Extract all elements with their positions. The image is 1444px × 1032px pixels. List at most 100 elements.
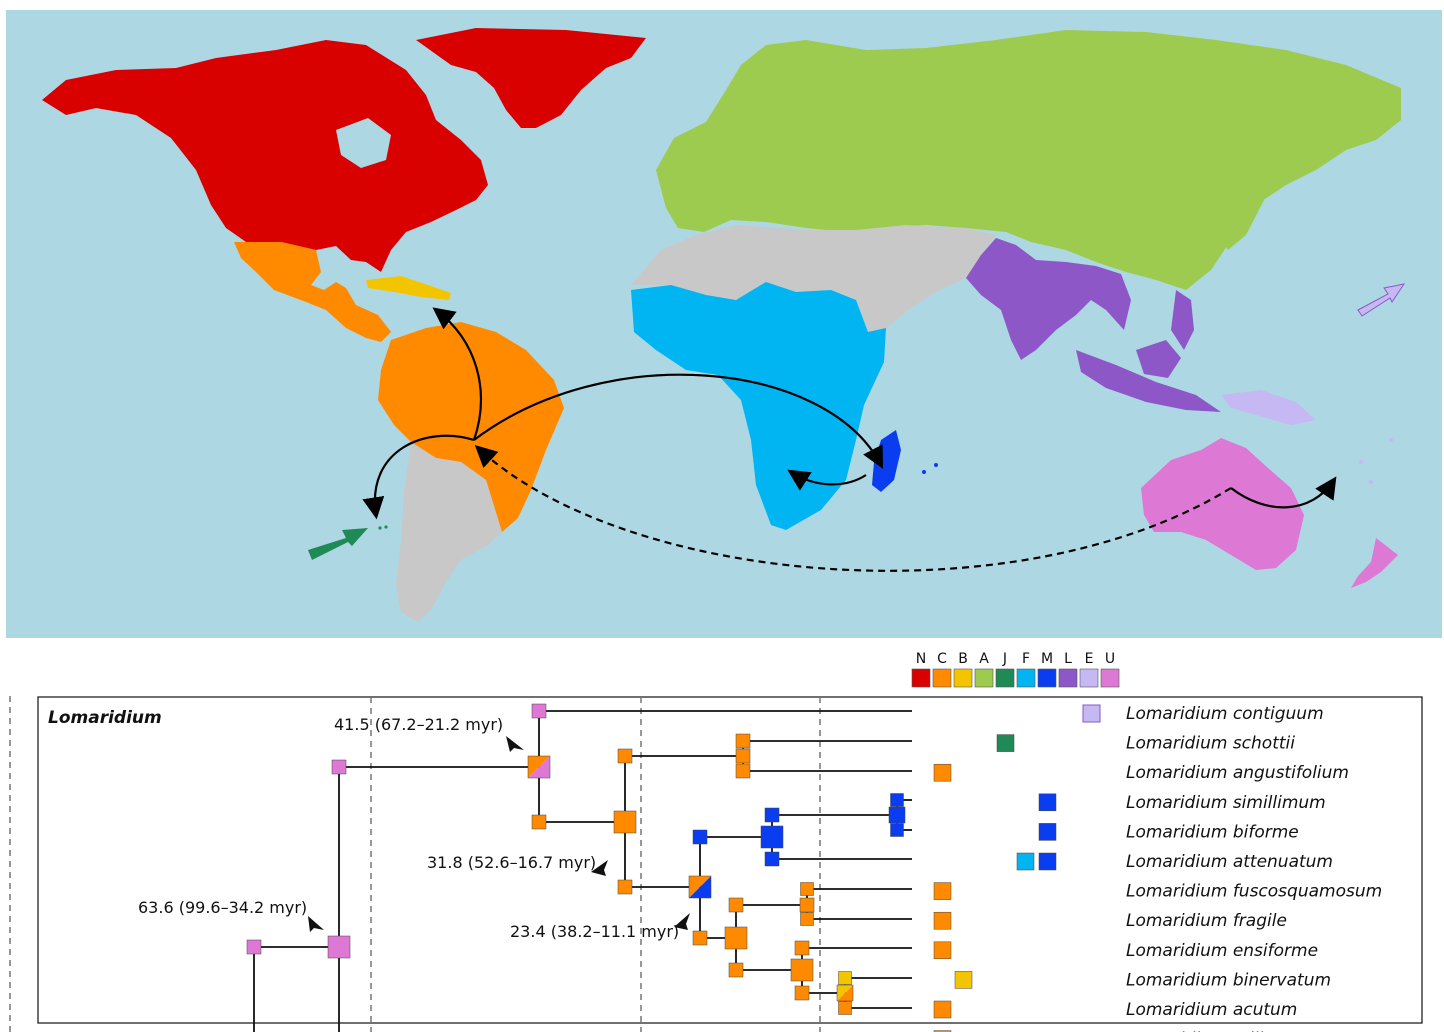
region-new-zealand — [1351, 538, 1398, 588]
region-greenland — [416, 28, 646, 128]
region-australia — [1141, 438, 1304, 570]
legend-code: F — [1022, 651, 1030, 667]
tip-label: Lomaridium schottii — [1126, 734, 1295, 754]
legend-swatch — [911, 668, 931, 688]
node-state-square — [800, 912, 814, 926]
tip-area-square — [1038, 823, 1057, 841]
region-south-asia — [966, 238, 1131, 360]
region-borneo — [1136, 340, 1181, 378]
dispersal-arrow — [1230, 476, 1337, 509]
tip-label: Lomaridium binervatum — [1126, 970, 1331, 990]
juan-fernandez-islands — [378, 526, 382, 530]
tip-label: Lomaridium angustifolium — [1126, 763, 1349, 783]
node-state-frame — [527, 755, 551, 779]
region-philippines — [1171, 290, 1194, 350]
node-state-square — [692, 930, 708, 946]
region-southeast-asia-islands — [1076, 350, 1221, 412]
node-state-square — [617, 879, 633, 895]
region-caribbean — [366, 276, 451, 300]
tip-area-square — [1016, 852, 1035, 871]
pacific-islands — [1389, 438, 1393, 442]
clade-label: Lomaridium — [48, 708, 162, 728]
tip-area-square — [954, 971, 973, 989]
dispersal-arrow — [432, 307, 482, 441]
node-state-square — [613, 810, 637, 834]
node-age-label: 41.5 (67.2–21.2 myr) — [334, 715, 503, 734]
ancestral-states — [246, 703, 906, 1015]
node-state-frame — [836, 984, 854, 1002]
tip-area-square — [996, 734, 1015, 752]
tip-label: Lomaridium ensiforme — [1126, 941, 1318, 961]
node-state-square — [735, 748, 751, 764]
legend-swatch — [995, 668, 1015, 688]
legend-code: U — [1105, 651, 1115, 667]
pacific-islands — [1359, 460, 1363, 464]
dispersal-arrow — [474, 445, 1232, 572]
dispersal-arrow — [362, 434, 475, 520]
tip-area-square — [933, 763, 952, 782]
legend-code: B — [958, 651, 968, 667]
region-new-guinea — [1221, 390, 1316, 425]
node-state-square — [838, 1001, 852, 1015]
tip-label: Lomaridium biforme — [1126, 822, 1299, 842]
legend-code: L — [1064, 651, 1072, 667]
world-map — [6, 10, 1442, 638]
pointer-arrow-green — [308, 528, 368, 560]
node-state-frame — [688, 875, 712, 899]
tip-area-square — [1038, 793, 1057, 812]
legend-code: E — [1085, 651, 1094, 667]
tip-area-square — [1082, 704, 1101, 723]
node-state-square — [764, 807, 780, 823]
node-state-square — [728, 897, 744, 913]
node-state-square — [838, 971, 852, 985]
node-state-square — [735, 763, 751, 779]
pointer-arrow-lavender — [1357, 283, 1406, 317]
tip-area-square — [1038, 852, 1057, 871]
tip-label: Lomaridium contiguum — [1126, 704, 1324, 724]
legend-code: J — [1002, 651, 1007, 667]
tip-label: Lomaridium attenuatum — [1126, 852, 1333, 872]
tip-label: Lomaridium simillimum — [1126, 793, 1326, 813]
node-state-square — [331, 759, 347, 775]
legend-swatch — [1016, 668, 1036, 688]
node-pointer — [506, 736, 524, 752]
node-state-square — [800, 882, 814, 896]
tip-label: Lomaridium fragile — [1126, 911, 1287, 931]
juan-fernandez-islands — [384, 525, 388, 529]
node-state-square — [794, 940, 810, 956]
region-central-america — [234, 242, 391, 342]
node-state-square — [760, 825, 784, 849]
legend-swatch — [1079, 668, 1099, 688]
pacific-islands — [1369, 480, 1373, 484]
node-state-square — [531, 814, 547, 830]
tip-label: Lomaridium fuscosquamosum — [1126, 882, 1382, 902]
node-state-square — [728, 962, 744, 978]
node-pointer — [674, 913, 690, 930]
tip-label: Lomaridium ...ilis — [1126, 1030, 1272, 1032]
tip-area-square — [933, 941, 952, 960]
clade-frame — [37, 696, 1423, 1024]
mascarene-islands — [922, 470, 926, 474]
node-state-square — [246, 939, 262, 955]
region-south-america-south — [396, 442, 502, 622]
region-africa — [631, 282, 886, 530]
node-state-square — [617, 748, 633, 764]
node-state-square — [799, 897, 815, 913]
node-age-label: 63.6 (99.6–34.2 myr) — [138, 898, 307, 917]
legend-swatch — [974, 668, 994, 688]
node-state-split — [837, 985, 853, 1001]
mascarene-islands — [934, 463, 938, 467]
node-state-square — [692, 829, 708, 845]
legend-code: A — [979, 651, 989, 667]
legend-swatch — [1058, 668, 1078, 688]
legend-swatch — [953, 668, 973, 688]
region-eurasia — [656, 30, 1401, 290]
region-north-america — [42, 40, 488, 272]
region-japan — [1221, 150, 1268, 250]
hudson-bay — [336, 118, 391, 168]
node-state-square — [794, 985, 810, 1001]
node-state-square — [735, 733, 751, 749]
tip-area-square — [933, 882, 952, 900]
